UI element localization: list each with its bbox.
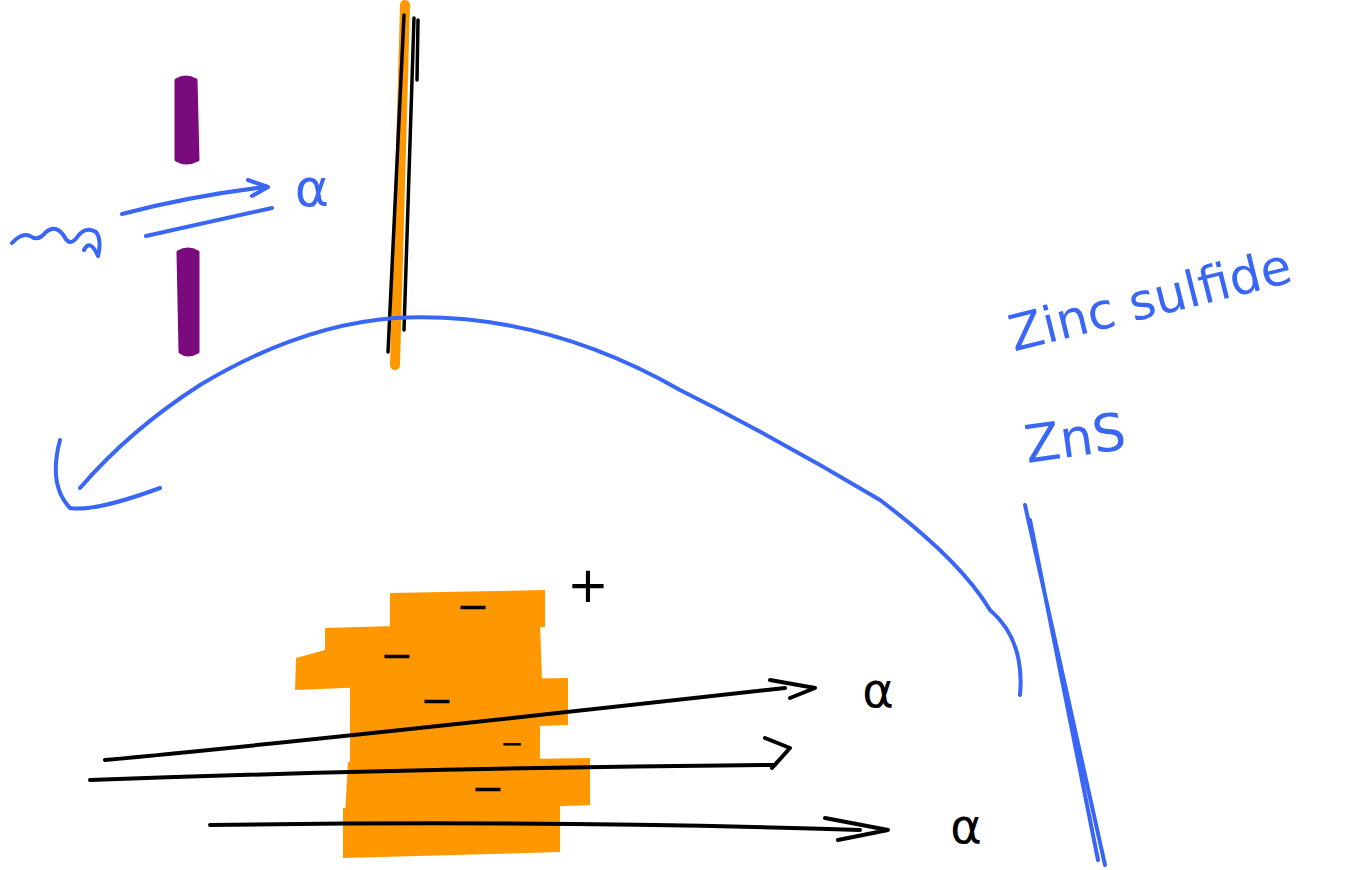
beam-arrow <box>122 180 268 214</box>
alpha-path <box>105 680 815 760</box>
particle-symbol: α <box>862 666 894 714</box>
charge-sign: − <box>420 680 454 720</box>
source-symbol <box>12 229 100 256</box>
alpha-path <box>90 738 790 780</box>
charge-sign: − <box>500 730 523 758</box>
screen-formula: ZnS <box>1021 405 1129 471</box>
zns-screen <box>1025 505 1105 865</box>
charge-sign: − <box>380 635 414 675</box>
particle-symbol: α <box>950 802 982 850</box>
charge-sign: + <box>567 560 609 610</box>
beam-arrow <box>146 208 272 236</box>
foil-outline <box>388 15 418 352</box>
charge-sign: − <box>471 768 505 808</box>
collimator-block <box>176 77 198 163</box>
alpha-path <box>210 818 888 840</box>
screen-label: Zinc sulfide <box>1004 241 1296 359</box>
deflected-path <box>56 317 1021 695</box>
charge-sign: − <box>456 586 490 626</box>
collimator-block <box>178 249 198 355</box>
particle-symbol: α <box>295 162 329 214</box>
